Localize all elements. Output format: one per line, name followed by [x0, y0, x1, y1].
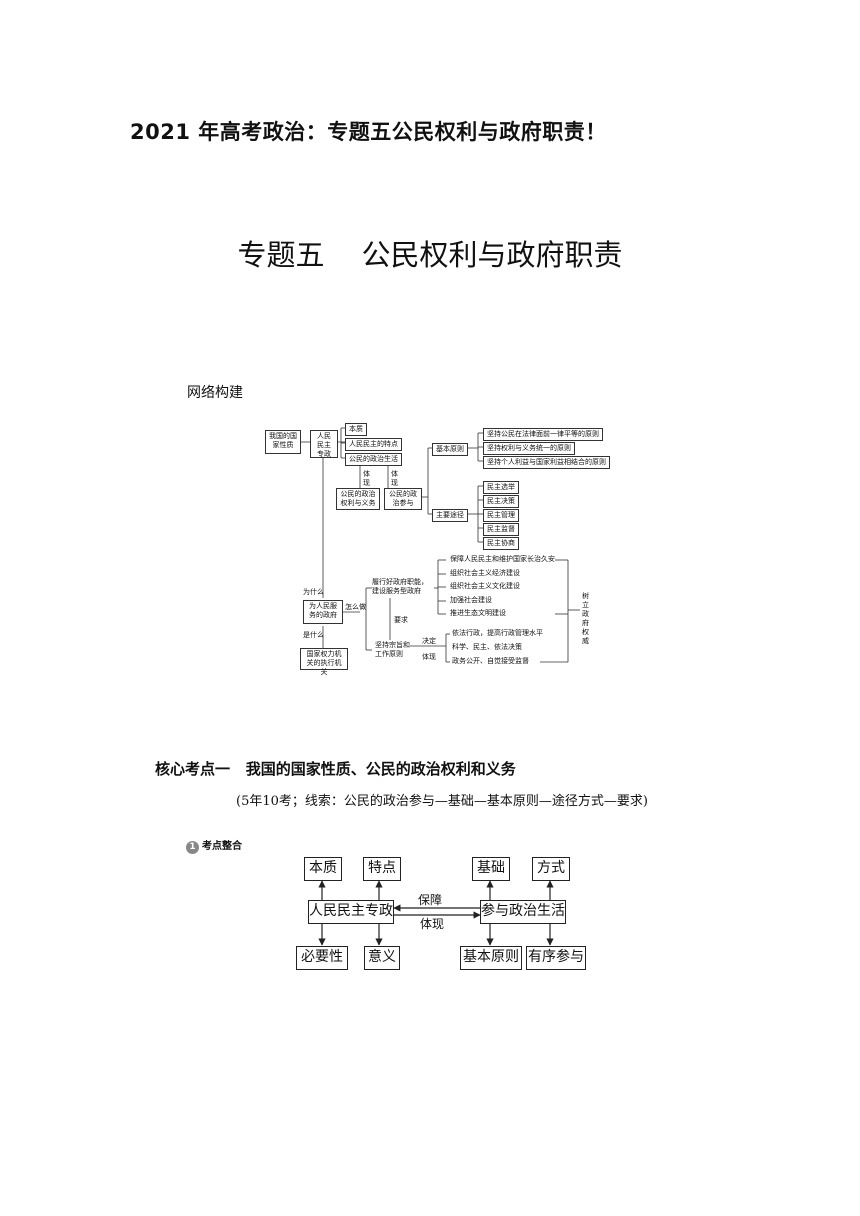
box-dictatorship: 人民民主专政	[308, 900, 394, 924]
node-feature: 人民民主的特点	[345, 438, 402, 451]
principle-item: 坚持个人利益与国家利益相结合的原则	[483, 456, 610, 469]
label-require: 要求	[394, 616, 408, 624]
node-state-nature: 我国的国家性质	[265, 430, 301, 454]
node-fulfill: 履行好政府职能，建设服务型政府	[372, 578, 428, 595]
document-title: 2021 年高考政治：专题五公民权利与政府职责！	[130, 120, 607, 144]
node-rights-duties: 公民的政治权利与义务	[336, 488, 380, 510]
topic-number: 专题五	[237, 238, 325, 272]
badge-text: 考点整合	[202, 841, 242, 852]
way-item: 民主监督	[483, 523, 519, 536]
way-item: 民主选举	[483, 481, 519, 494]
node-political-life: 公民的政治生活	[345, 453, 402, 466]
node-basic-principles: 基本原则	[432, 443, 468, 456]
node-participation: 公民的政治参与	[384, 488, 422, 510]
label-why: 为什么	[303, 588, 324, 596]
box-essence: 本质	[304, 857, 342, 881]
label-how: 怎么做	[345, 603, 366, 611]
node-main-ways: 主要途径	[432, 509, 468, 522]
work-principle-item: 科学、民主、依法决策	[452, 643, 522, 651]
function-item: 加强社会建设	[450, 596, 492, 604]
way-item: 民主协商	[483, 537, 519, 550]
work-principle-item: 依法行政，提高行政管理水平	[452, 629, 543, 637]
box-orderly: 有序参与	[526, 946, 586, 970]
topic-name: 公民权利与政府职责	[361, 238, 623, 272]
box-participate: 参与政治生活	[480, 900, 566, 924]
node-authority: 树立政府权威	[582, 592, 589, 645]
function-item: 推进生态文明建设	[450, 609, 506, 617]
way-item: 民主管理	[483, 509, 519, 522]
label-what: 是什么	[303, 631, 324, 639]
box-principle: 基本原则	[460, 946, 522, 970]
way-item: 民主决策	[483, 495, 519, 508]
label-embody-3: 体现	[422, 653, 436, 661]
network-label: 网络构建	[187, 385, 243, 401]
function-item: 组织社会主义文化建设	[450, 582, 520, 590]
badge-number: 1	[186, 841, 199, 854]
box-feature: 特点	[363, 857, 401, 881]
box-necessity: 必要性	[296, 946, 348, 970]
node-state-organ: 国家权力机关的执行机关	[300, 648, 348, 676]
box-significance: 意义	[364, 946, 400, 970]
topic-title: 专题五 公民权利与政府职责	[0, 232, 860, 274]
node-democratic-dictatorship: 人民民主专政	[310, 430, 338, 458]
function-item: 保障人民民主和维护国家长治久安	[450, 555, 555, 563]
clue-text: (5年10考；线索：公民的政治参与—基础—基本原则—途径方式—要求)	[236, 794, 648, 809]
node-adhere: 坚持宗旨和工作原则	[375, 641, 410, 658]
node-serve-people: 为人民服务的政府	[303, 600, 343, 624]
core-point-heading: 核心考点一 我国的国家性质、公民的政治权利和义务	[155, 758, 516, 779]
function-item: 组织社会主义经济建设	[450, 569, 520, 577]
principle-item: 坚持公民在法律面前一律平等的原则	[483, 428, 603, 441]
label-guarantee: 保障	[418, 893, 443, 907]
core-point-label: 核心考点一	[155, 760, 231, 778]
label-embody-2: 体现	[391, 470, 398, 487]
principle-item: 坚持权利与义务统一的原则	[483, 442, 575, 455]
box-basis: 基础	[472, 857, 510, 881]
work-principle-item: 政务公开、自觉接受监督	[452, 657, 529, 665]
node-essence: 本质	[345, 423, 367, 436]
core-point-title: 我国的国家性质、公民的政治权利和义务	[245, 760, 516, 778]
label-embody-1: 体现	[363, 470, 370, 487]
box-manner: 方式	[532, 857, 570, 881]
label-embody: 体现	[420, 917, 445, 931]
label-decide: 决定	[422, 637, 436, 645]
